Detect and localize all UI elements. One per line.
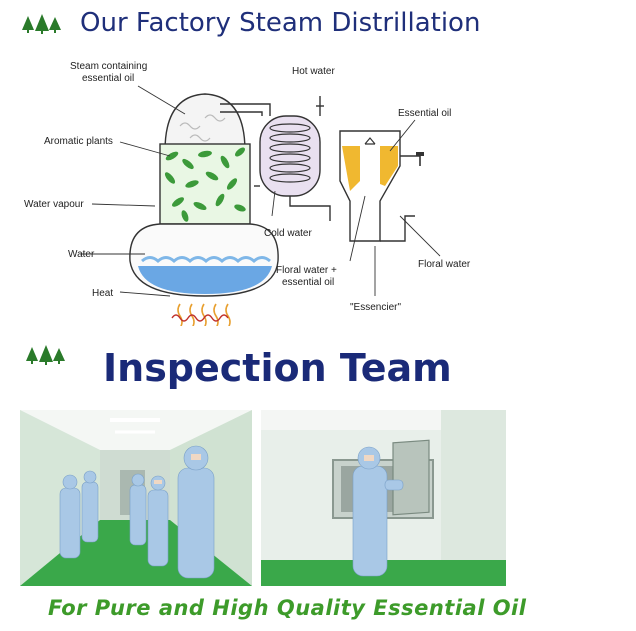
boiling-water xyxy=(138,266,272,294)
label-water-vapour: Water vapour xyxy=(24,199,84,210)
leader-lines xyxy=(80,85,441,297)
aromatic-plants xyxy=(164,147,246,222)
pine-trees-icon xyxy=(22,14,61,34)
distillate-pipe xyxy=(289,196,331,221)
pine-trees-icon xyxy=(26,345,65,365)
oil-tap xyxy=(400,155,421,166)
essential-oil-layer-right xyxy=(380,146,398,186)
label-cold-water: Cold water xyxy=(264,228,312,239)
floral-water-outlet xyxy=(380,215,415,242)
label-floral-water-plus-line2: essential oil xyxy=(282,277,334,288)
label-heat: Heat xyxy=(92,288,113,299)
condenser xyxy=(259,115,321,197)
still-dome xyxy=(164,93,246,152)
photo-inspection-window xyxy=(261,410,506,586)
tagline: For Pure and High Quality Essential Oil xyxy=(48,596,527,620)
essential-oil-layer-left xyxy=(342,146,360,191)
steam-distillation-diagram: Steam containing essential oil Aromatic … xyxy=(24,61,471,326)
heat-flames xyxy=(177,303,231,326)
section-title-steam-distillation: Our Factory Steam Distrillation xyxy=(80,8,481,38)
condenser-coil xyxy=(269,123,311,183)
label-steam-line1: Steam containing xyxy=(70,61,147,72)
label-aromatic-plants: Aromatic plants xyxy=(44,136,113,147)
section-title-inspection-team: Inspection Team xyxy=(103,346,452,390)
vapour-pipe xyxy=(220,103,271,116)
label-hot-water: Hot water xyxy=(292,66,335,77)
label-steam-line2: essential oil xyxy=(82,73,134,84)
photo-inspection-corridor xyxy=(20,410,252,586)
label-essential-oil: Essential oil xyxy=(398,108,451,119)
label-floral-water-plus: Floral water + xyxy=(276,265,337,276)
label-floral-water: Floral water xyxy=(418,259,471,270)
heat-source xyxy=(171,314,229,322)
label-water: Water xyxy=(68,249,95,260)
steam-swirls xyxy=(179,114,226,142)
water-surface xyxy=(141,256,271,263)
label-essencier: "Essencier" xyxy=(350,302,401,313)
